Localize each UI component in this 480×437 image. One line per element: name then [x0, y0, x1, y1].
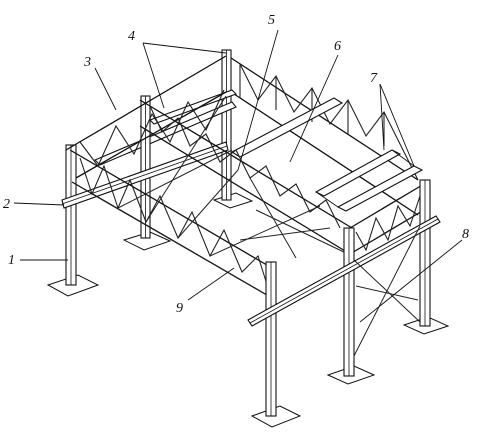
- callout-9: 9: [176, 301, 183, 316]
- callout-5: 5: [268, 13, 275, 28]
- front-truss: [69, 99, 353, 299]
- callout-8: 8: [462, 227, 469, 242]
- base-plates: [46, 192, 450, 428]
- leader-lines: [13, 29, 463, 323]
- bottom-chord-bracing: [91, 95, 349, 299]
- callout-3: 3: [83, 55, 91, 70]
- callout-1: 1: [8, 253, 15, 268]
- right-end-truss: [349, 183, 425, 255]
- callout-2: 2: [3, 197, 10, 212]
- column-bracing: [353, 225, 421, 357]
- callout-4: 4: [128, 29, 135, 44]
- right-crane-beam: [247, 215, 441, 327]
- callout-6: 6: [334, 39, 341, 54]
- front-columns: [265, 179, 431, 417]
- callout-7: 7: [370, 71, 378, 86]
- callout-labels: 1 2 3 4 5 6 7 8 9: [3, 13, 469, 316]
